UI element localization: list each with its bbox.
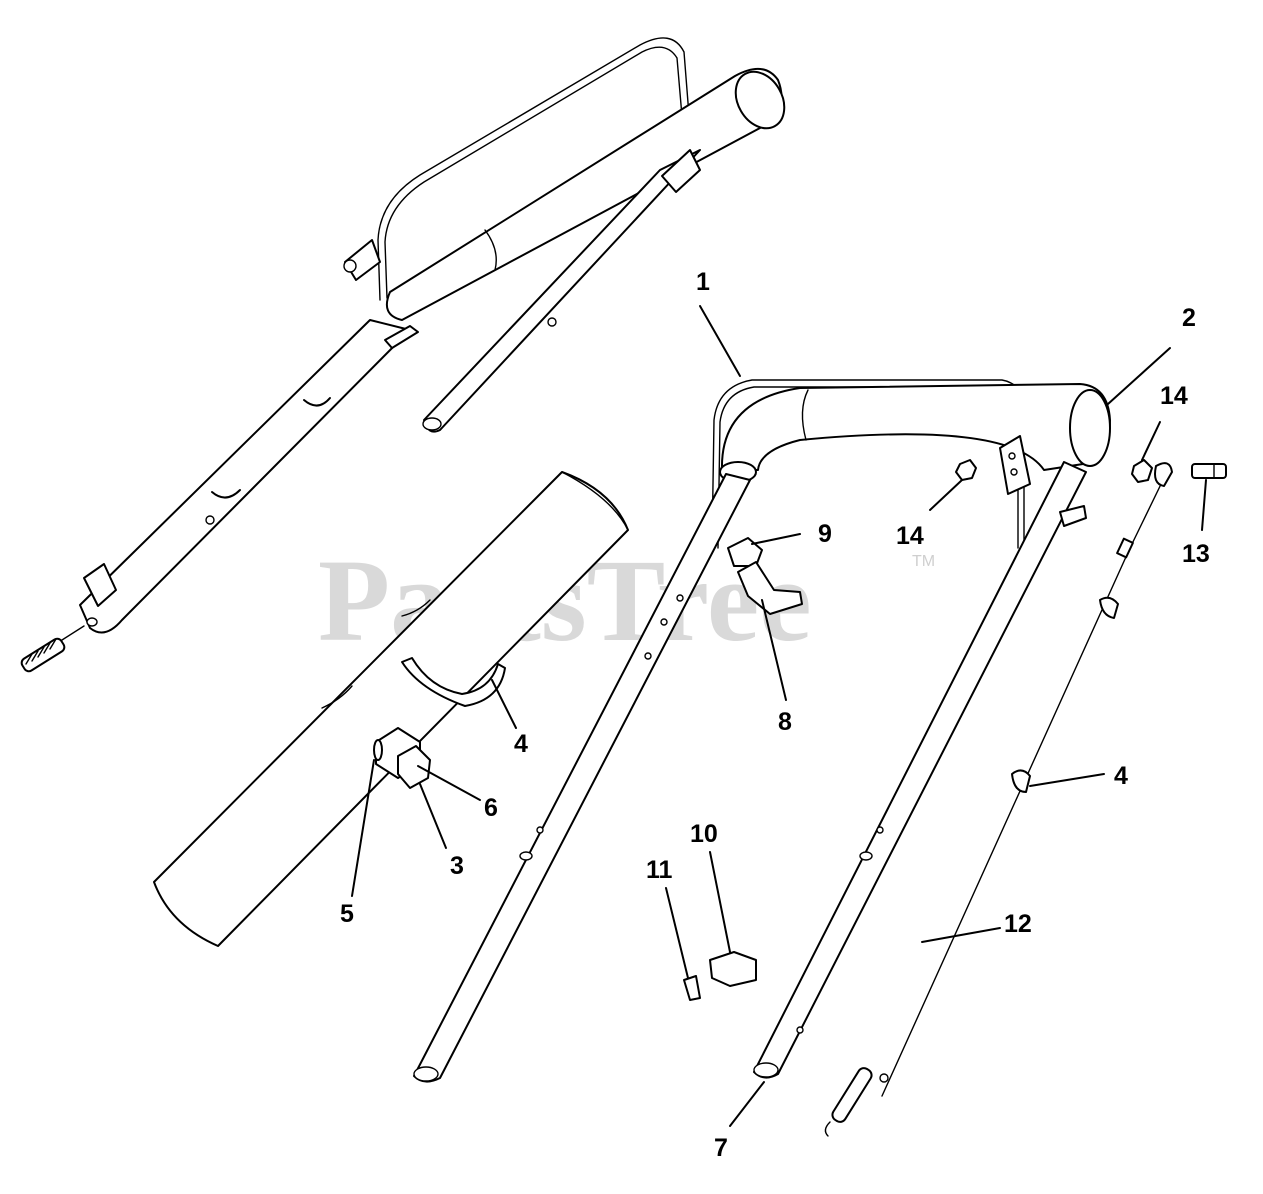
callout-6: 6 (484, 794, 498, 822)
spring-lower-hook (824, 1121, 831, 1137)
lower-tube-mark-b (321, 685, 353, 709)
hole-c (644, 652, 652, 660)
callout-13: 13 (1182, 540, 1210, 568)
assembled-spring-coils (25, 638, 57, 665)
bracket-9 (727, 537, 763, 567)
assembled-left-tube (79, 319, 411, 634)
callout-labels: 1 2 14 14 13 9 8 4 4 6 3 5 10 11 12 7 (340, 268, 1210, 1162)
assembled-clip-c (211, 489, 241, 499)
bracket-8 (737, 561, 803, 615)
lower-tube-edge (561, 471, 629, 531)
assembled-bail-wire (377, 37, 691, 301)
leader-2 (1107, 347, 1171, 405)
assembled-bracket-right (661, 149, 701, 193)
leader-4b (1029, 773, 1105, 787)
leader-14b (1141, 421, 1161, 461)
lower-tube-section (153, 471, 629, 947)
assembled-lower-bolt (205, 515, 215, 525)
tube-bracket-hole-1 (1008, 452, 1016, 460)
assembled-bail-wire-inner (384, 46, 684, 299)
callout-2: 2 (1182, 304, 1196, 332)
callout-7: 7 (714, 1134, 728, 1162)
cable-clip-4b (1011, 769, 1031, 793)
leader-lines (351, 305, 1207, 1127)
callout-5: 5 (340, 900, 354, 928)
hole-f (796, 1026, 804, 1034)
leader-6 (417, 765, 481, 801)
leader-12 (921, 927, 1001, 943)
cable-12-sleeve (1116, 537, 1134, 559)
callout-8: 8 (778, 708, 792, 736)
assembled-spring (20, 637, 66, 673)
handle-tube-left-end (413, 1066, 439, 1082)
callout-4a: 4 (514, 730, 528, 758)
leader-10 (709, 851, 731, 953)
leader-11 (665, 887, 689, 979)
washer-5 (373, 739, 383, 761)
leader-7 (729, 1081, 765, 1127)
assembled-tube-grip-seam (484, 229, 497, 271)
hole-b (660, 618, 668, 626)
assembled-right-bolt (547, 317, 557, 327)
leader-14a (929, 479, 963, 511)
assembled-clip-b (303, 397, 331, 407)
bracket-10 (709, 951, 757, 987)
assembled-right-tube-end (422, 417, 442, 431)
cable-clip-upper (1099, 596, 1119, 619)
leader-1 (699, 305, 741, 377)
leader-5 (351, 759, 375, 897)
callout-14a: 14 (896, 522, 924, 550)
leader-4a (491, 679, 517, 729)
assembled-top-tube (386, 68, 783, 321)
nut-3 (397, 745, 431, 789)
callout-14b: 14 (1160, 382, 1188, 410)
exploded-handle-view (413, 379, 1227, 1137)
clip-11 (683, 975, 701, 1001)
upper-tube-2-end (1069, 389, 1111, 467)
nut-14a (955, 459, 977, 481)
callout-11: 11 (646, 856, 673, 884)
leader-13 (1201, 479, 1207, 531)
callout-10: 10 (690, 820, 718, 848)
assembled-bracket-bolt (343, 259, 357, 273)
hole-e (876, 826, 884, 834)
tube-tab (1059, 505, 1087, 527)
tube-bracket-hole-2 (1010, 468, 1018, 476)
assembled-tube-end-cap (734, 70, 786, 130)
assembled-handle-view (20, 37, 786, 673)
leader-9 (751, 533, 801, 545)
upper-tube-2 (720, 383, 1111, 471)
tube-bracket-right (999, 435, 1031, 495)
assembled-lower-bracket (83, 563, 117, 607)
hole-a (676, 594, 684, 602)
callout-4b: 4 (1114, 762, 1128, 790)
cable-clip-4a (401, 657, 506, 707)
assembled-left-tube-hole (86, 617, 98, 627)
spring-lower-ferrule (879, 1073, 889, 1083)
nut-14b (1131, 459, 1153, 483)
watermark-trademark: TM (912, 553, 935, 570)
hole-h (859, 851, 873, 861)
leader-8 (761, 599, 787, 701)
lower-tube-mark-a (401, 599, 431, 617)
cable-12-eyelet (1154, 462, 1173, 487)
assembled-cable (61, 625, 85, 641)
assembled-clip-a (384, 325, 419, 349)
callout-1: 1 (696, 268, 710, 296)
handle-tube-7-end (753, 1062, 779, 1078)
lower-tube-body (153, 471, 629, 947)
hole-g (519, 851, 533, 861)
bolt-13 (1191, 463, 1227, 479)
callout-9: 9 (818, 520, 832, 548)
callout-12: 12 (1004, 910, 1032, 938)
leader-3 (419, 783, 447, 849)
callout-3: 3 (450, 852, 464, 880)
hole-d (536, 826, 544, 834)
spring-lower (831, 1067, 873, 1123)
upper-tube-2-seam (801, 389, 809, 441)
